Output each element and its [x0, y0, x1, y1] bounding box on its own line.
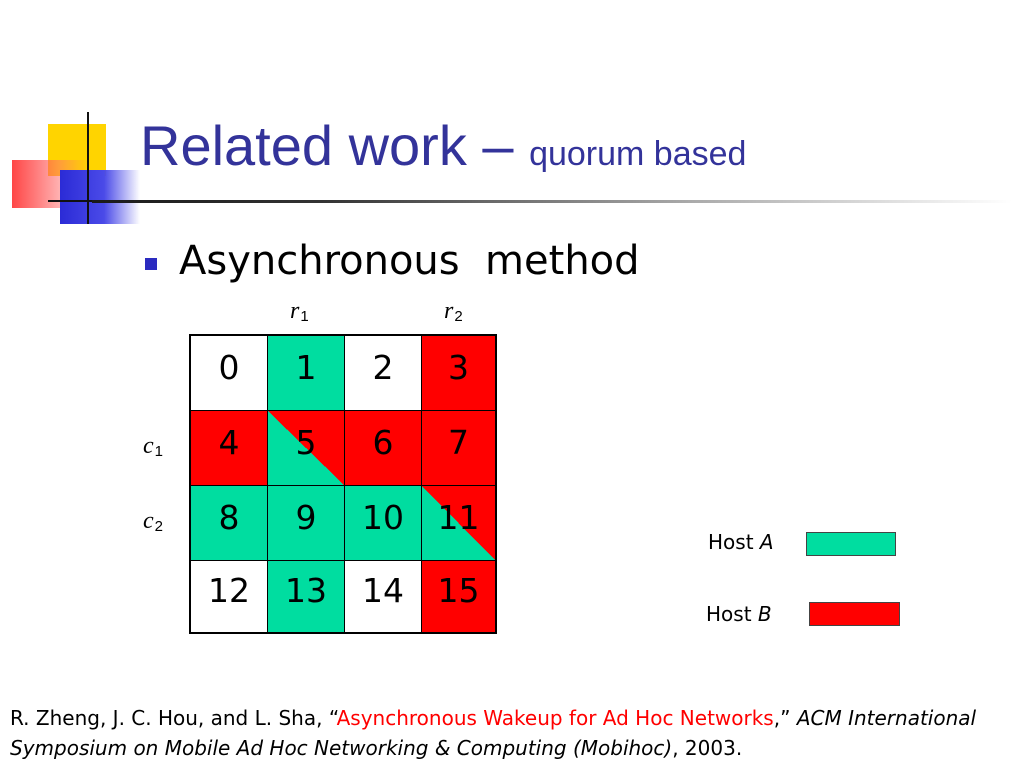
row-label: c2 — [143, 508, 163, 535]
column-label-letter: r — [444, 298, 454, 324]
grid-cell-number: 8 — [218, 497, 240, 537]
bullet-item: Asynchronous method — [145, 236, 640, 286]
grid-cell: 4 — [191, 411, 268, 486]
citation-authors: R. Zheng, J. C. Hou, and L. Sha, — [10, 706, 329, 730]
grid-cell-number: 1 — [295, 347, 317, 387]
grid-cell: 10 — [345, 486, 422, 561]
citation-open-quote: “ — [328, 706, 337, 730]
grid-cell: 7 — [422, 411, 495, 486]
grid-cell-number: 11 — [437, 497, 480, 537]
legend-host-a-prefix: Host — [708, 530, 760, 554]
grid-cell: 1 — [268, 336, 345, 411]
legend-host-b-label: Host B — [706, 602, 772, 626]
grid-cell-number: 9 — [295, 497, 317, 537]
grid-cell-number: 2 — [372, 347, 394, 387]
grid-cell-number: 13 — [285, 571, 327, 610]
grid-cell: 3 — [422, 336, 495, 411]
grid-cell: 14 — [345, 561, 422, 632]
grid-cell-number: 10 — [362, 497, 404, 537]
reference-citation: R. Zheng, J. C. Hou, and L. Sha, “Asynch… — [10, 703, 1015, 763]
legend-host-a-swatch — [806, 532, 896, 556]
grid-cell-number: 5 — [295, 422, 317, 462]
grid-cell-number: 0 — [218, 347, 240, 387]
citation-year: , 2003. — [672, 736, 743, 760]
citation-close-quote: ,” — [773, 706, 797, 730]
bullet-square-icon — [145, 258, 157, 270]
grid-cell-number: 6 — [372, 422, 394, 462]
slide-title: Related work – quorum based — [140, 110, 746, 190]
grid-cell: 2 — [345, 336, 422, 411]
column-label: r1 — [290, 298, 309, 325]
row-label-letter: c — [143, 433, 154, 459]
grid-cell-number: 14 — [362, 571, 404, 610]
grid-cell-number: 3 — [448, 347, 469, 387]
row-label-subscript: 1 — [154, 443, 163, 460]
grid-cell-number: 7 — [448, 422, 469, 462]
row-label: c1 — [143, 433, 163, 460]
column-label-subscript: 1 — [300, 308, 309, 325]
grid-cell: 0 — [191, 336, 268, 411]
legend-host-b-prefix: Host — [706, 602, 758, 626]
legend-host-b-swatch — [809, 602, 900, 626]
column-label-letter: r — [290, 298, 300, 324]
column-label-subscript: 2 — [454, 308, 463, 325]
grid-cell: 15 — [422, 561, 495, 632]
title-underline-rule — [92, 200, 1012, 203]
decor-vertical-line — [87, 112, 89, 224]
grid-cell: 8 — [191, 486, 268, 561]
bullet-text: Asynchronous method — [179, 238, 640, 284]
citation-title: Asynchronous Wakeup for Ad Hoc Networks — [336, 706, 774, 730]
slide-title-sub: quorum based — [529, 135, 747, 173]
column-label: r2 — [444, 298, 463, 325]
grid-cell: 9 — [268, 486, 345, 561]
grid-cell: 13 — [268, 561, 345, 632]
decor-blue-block — [60, 170, 140, 224]
row-label-letter: c — [143, 508, 154, 534]
legend-host-b-name: B — [757, 602, 772, 626]
grid-cell: 6 — [345, 411, 422, 486]
grid-cell: 11 — [422, 486, 495, 561]
legend-host-a-name: A — [759, 530, 774, 554]
decor-horizontal-line — [48, 200, 128, 202]
grid-cell: 5 — [268, 411, 345, 486]
grid-cell: 12 — [191, 561, 268, 632]
grid-cell-number: 15 — [437, 571, 480, 610]
grid-cell-number: 12 — [208, 571, 250, 610]
grid-cell-number: 4 — [218, 422, 240, 462]
row-label-subscript: 2 — [154, 518, 163, 535]
citation-venue: ACM International Symposium on Mobile Ad… — [10, 706, 977, 760]
slide-title-main: Related work – — [140, 114, 530, 177]
legend-host-a-label: Host A — [708, 530, 774, 554]
